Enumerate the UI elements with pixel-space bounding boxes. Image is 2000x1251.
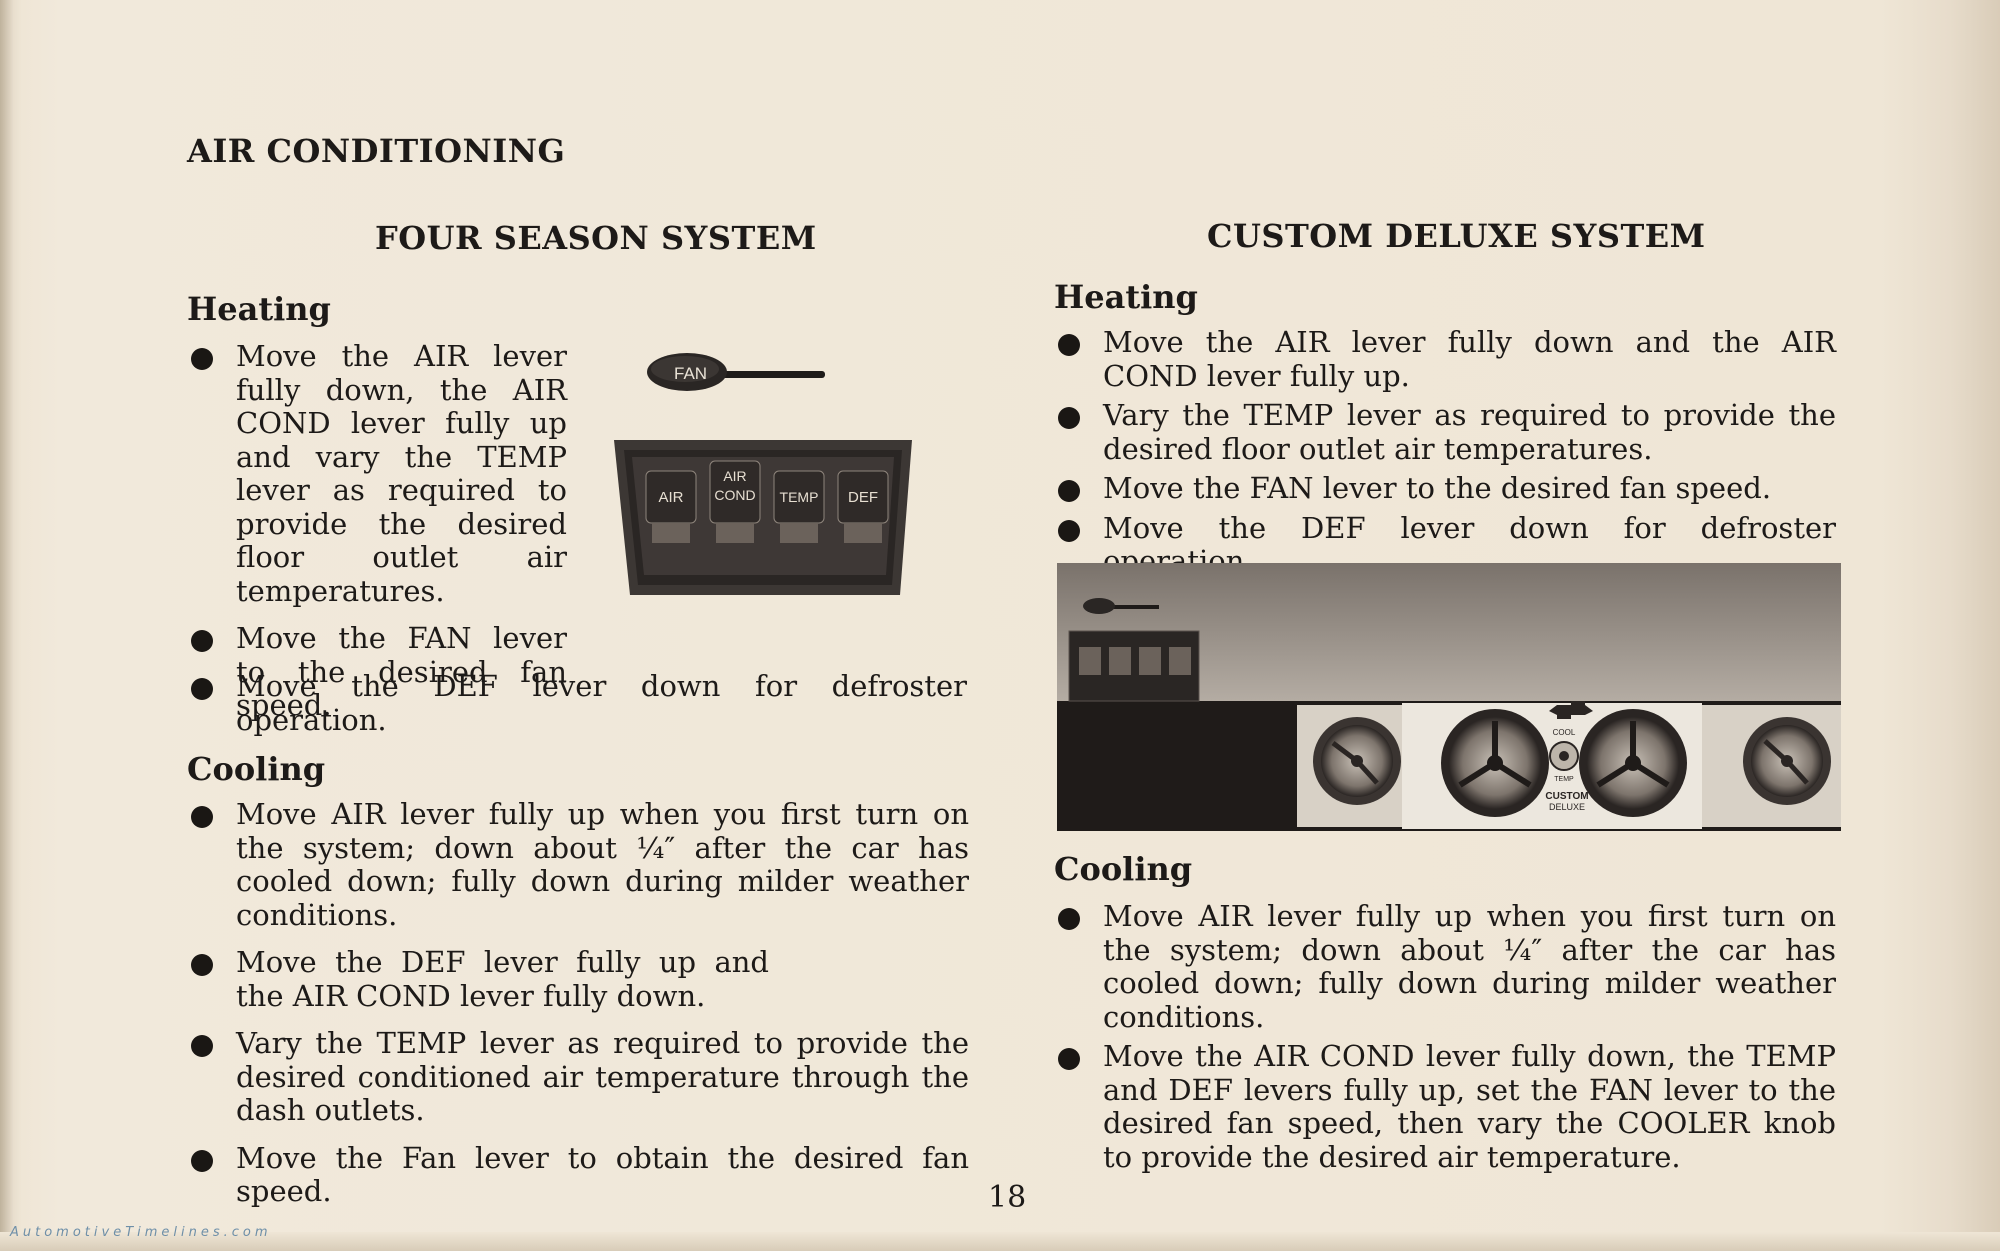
bullet-icon [1058, 519, 1080, 542]
page-edge [0, 1232, 2000, 1251]
fan-label: FAN [674, 364, 707, 383]
page-spine [0, 0, 14, 1251]
lever-def: DEF [837, 470, 889, 543]
vent-right [1743, 717, 1831, 805]
bullet-icon [191, 630, 213, 652]
bullet-icon [1058, 334, 1080, 356]
list-item: Move the DEF lever fully up and the AIR … [187, 945, 969, 1013]
bullet-icon [1058, 908, 1080, 930]
badge-deluxe: DELUXE [1549, 802, 1585, 812]
custom-deluxe-heading: CUSTOM DELUXE SYSTEM [1207, 217, 1706, 255]
svg-text:TEMP: TEMP [780, 489, 819, 505]
temp-label: TEMP [1554, 776, 1574, 783]
list-item: Move the Fan lever to obtain the desired… [187, 1141, 969, 1209]
bullet-icon [1058, 480, 1080, 502]
left-cooling-list: Move AIR lever fully up when you first t… [187, 797, 969, 1223]
vent-center-left [1441, 709, 1549, 817]
list-item: Move the AIR lever fully down, the AIR C… [187, 339, 567, 608]
bullet-icon [191, 954, 213, 976]
badge-custom: CUSTOM [1545, 791, 1588, 802]
bowtie-logo-icon [1549, 701, 1593, 719]
list-item: Move the FAN lever to the desired fan sp… [187, 621, 567, 723]
svg-text:AIR: AIR [723, 468, 746, 484]
page-number: 18 [988, 1180, 1027, 1215]
list-item: Move AIR lever fully up when you first t… [187, 797, 969, 932]
vent-center-right [1579, 709, 1687, 817]
left-heating-label: Heating [187, 290, 331, 328]
list-item: Move AIR lever fully up when you first t… [1054, 899, 1836, 1034]
left-heating-list-top: Move the AIR lever fully down, the AIR C… [187, 339, 567, 737]
left-heating-list-bottom: Move the DEF lever down for defroster op… [187, 669, 967, 751]
four-season-control-panel: FAN AIR AIR COND TEMP DEF [614, 353, 912, 595]
right-cooling-label: Cooling [1054, 850, 1193, 888]
four-season-heading: FOUR SEASON SYSTEM [375, 219, 817, 257]
bullet-icon [191, 678, 213, 700]
cool-label: COOL [1553, 728, 1576, 737]
svg-text:DEF: DEF [848, 489, 878, 506]
custom-deluxe-dash-photo: COOL TEMP CUSTOM DELUXE [1057, 563, 1841, 831]
page-title: AIR CONDITIONING [187, 132, 566, 170]
fan-lever-icon: FAN [647, 353, 825, 391]
lever-panel-mini [1068, 630, 1200, 702]
svg-text:COND: COND [714, 487, 755, 503]
list-item: Move the DEF lever down for defroster op… [187, 669, 967, 737]
bullet-icon [191, 1035, 213, 1057]
fan-lever-icon [1083, 598, 1159, 614]
lever-air-cond: AIR COND [709, 460, 761, 543]
bullet-icon [191, 806, 213, 828]
right-heating-list: Move the AIR lever fully down and the AI… [1054, 325, 1836, 593]
list-item: Vary the TEMP lever as required to provi… [1054, 398, 1836, 466]
list-item: Move the AIR lever fully down and the AI… [1054, 325, 1836, 393]
lever-temp: TEMP [773, 470, 825, 543]
svg-text:AIR: AIR [658, 489, 683, 506]
list-item: Move the AIR COND lever fully down, the … [1054, 1039, 1836, 1174]
vent-left [1313, 717, 1401, 805]
lever-air: AIR [645, 470, 697, 543]
bullet-icon [1058, 1048, 1080, 1070]
list-item: Move the DEF lever down for defroster op… [1054, 511, 1836, 579]
list-item: Vary the TEMP lever as required to provi… [187, 1026, 969, 1128]
list-item: Move the FAN lever to the desired fan sp… [1054, 471, 1836, 506]
left-cooling-label: Cooling [187, 750, 326, 788]
bullet-icon [191, 348, 213, 370]
bullet-icon [1058, 407, 1080, 429]
bullet-icon [191, 1149, 213, 1172]
right-cooling-list: Move AIR lever fully up when you first t… [1054, 899, 1836, 1188]
right-heating-label: Heating [1054, 278, 1198, 316]
watermark: AutomotiveTimelines.com [10, 1225, 272, 1240]
